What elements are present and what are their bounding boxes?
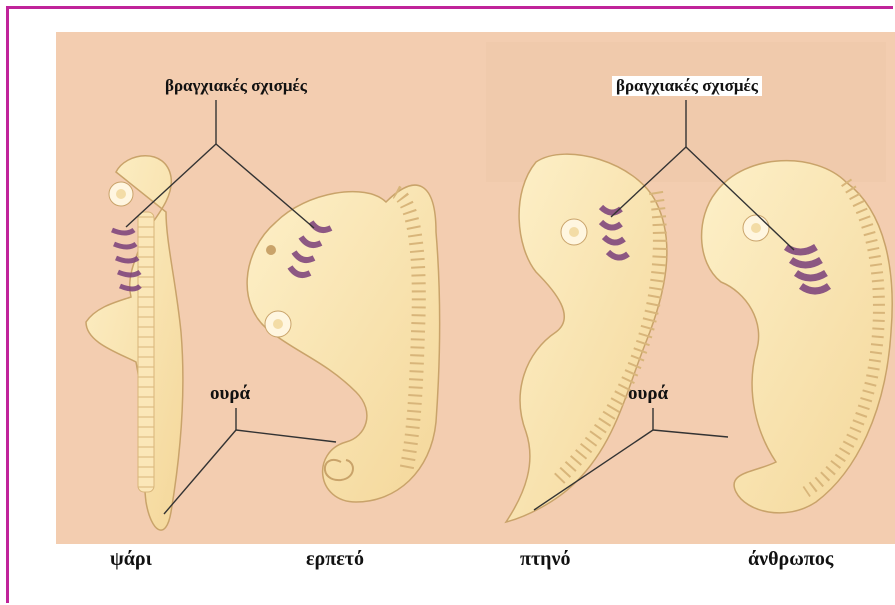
gill-slits-label-right: βραγχιακές σχισμές — [612, 76, 762, 96]
caption-fish: ψάρι — [110, 548, 152, 571]
caption-bird: πτηνό — [520, 548, 570, 571]
caption-reptile: ερπετό — [306, 548, 364, 571]
gill-slits-label-left: βραγχιακές σχισμές — [165, 76, 307, 96]
embryo-illustration — [56, 32, 895, 544]
embryo-figure — [56, 32, 895, 544]
caption-human: άνθρωπος — [748, 548, 833, 571]
tail-label-right: ουρά — [628, 383, 668, 405]
tail-label-left: ουρά — [210, 383, 250, 405]
